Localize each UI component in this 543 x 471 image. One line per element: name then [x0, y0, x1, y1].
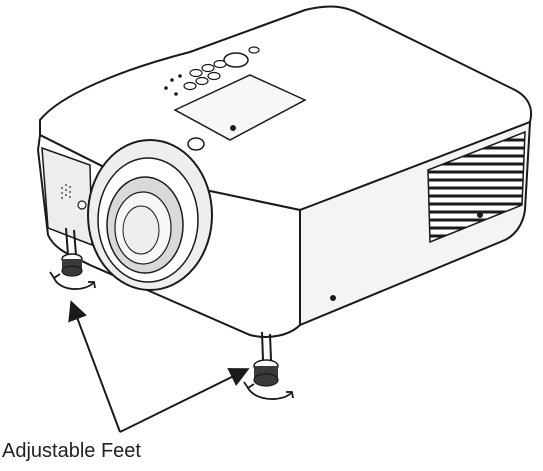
cover-indicator-dot [230, 125, 236, 131]
side-screw [477, 212, 483, 218]
front-screw [330, 295, 336, 301]
adjustable-foot-right-icon [253, 331, 279, 387]
rotation-arrows-left-icon [49, 271, 96, 290]
ventilation-grille [427, 130, 526, 244]
adjustable-feet-label: Adjustable Feet [2, 440, 141, 462]
sensor-icon [77, 200, 87, 210]
callout-leader-lines [68, 300, 250, 433]
speaker-grille-icon [61, 184, 71, 199]
lens-assembly [87, 139, 213, 291]
top-cover-panel [173, 74, 307, 141]
adjustable-foot-left-icon [61, 227, 83, 277]
control-buttons [164, 46, 260, 151]
